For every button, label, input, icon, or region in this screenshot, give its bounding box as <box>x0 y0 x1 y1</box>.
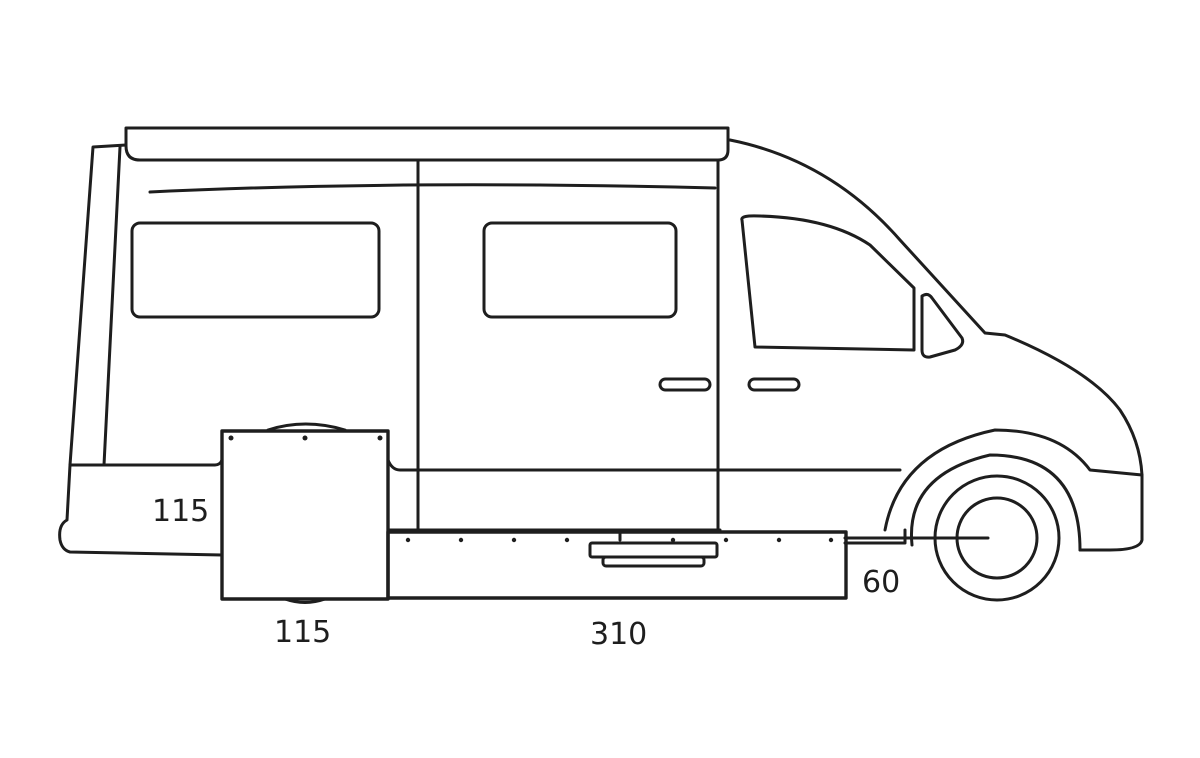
rear-pillar <box>68 143 128 467</box>
front-wheel <box>843 474 1061 602</box>
side-tank-height-label: 60 <box>862 565 901 600</box>
roof-awning <box>124 126 730 162</box>
cab-window <box>740 214 965 359</box>
rear-wheel-hint <box>266 422 347 604</box>
side-door-window <box>482 221 678 319</box>
rear-window <box>130 221 381 319</box>
door-seams <box>416 158 720 532</box>
rear-tank-width-label: 115 <box>274 615 332 650</box>
rear-tank-height-label: 115 <box>152 494 210 529</box>
door-handles <box>658 377 801 392</box>
side-tank <box>386 530 848 600</box>
side-tank-length-label: 310 <box>590 617 648 652</box>
rear-tank <box>220 429 390 601</box>
van-body-outline <box>58 138 1144 557</box>
